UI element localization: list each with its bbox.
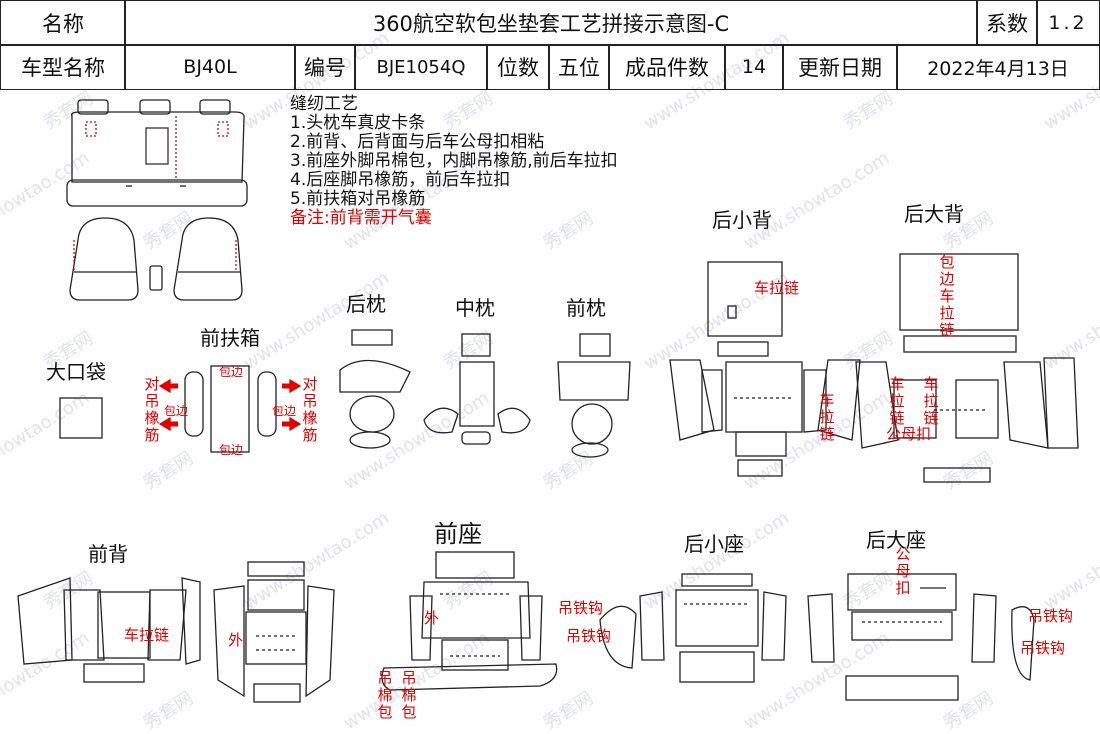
section-rear-big-seat: 后大座 [866,528,926,552]
pieces-value: 14 [724,44,784,90]
notes-title: 缝纫工艺 [290,94,358,114]
annotation-snap-vertical: 公母扣 [895,545,911,597]
overview-front-seats [69,217,243,301]
front-back-pieces [17,561,335,703]
model-value: BJ40L [124,44,296,90]
rear-small-seat-pieces [599,573,787,683]
annotation-iron-hook: 吊铁钩 [1028,607,1074,625]
annotation-zipper-vertical: 车拉链 [819,391,835,443]
annotation-cotton-pack: 吊棉包 [401,669,417,721]
seats-label: 位数 [486,44,550,90]
overview-rear-seat [66,99,248,207]
annotation-zip-left: 车拉链 [889,375,905,427]
notes-remark: 备注:前背需开气囊 [290,208,432,228]
front-headrest-pieces [557,333,631,458]
notes-line: 4.后座脚吊橡筋，前后车拉扣 [290,170,511,190]
annotation-iron-hook: 吊铁钩 [566,627,612,645]
section-front-headrest: 前枕 [566,296,606,320]
notes-line: 3.前座外脚吊棉包，内脚吊橡筋,前后车拉扣 [290,151,618,171]
annotation-edge-wrap: 包边 [272,404,297,418]
drawing-title: 360航空软包坐垫套工艺拼接示意图-C [124,0,978,46]
annotation-edge-zipper: 包边车拉链 [939,253,955,339]
annotation-zipper-front-back: 车拉链 [124,626,170,644]
section-mid-headrest: 中枕 [455,296,495,320]
rear-big-back-pieces [855,253,1079,483]
section-big-pocket: 大口袋 [46,360,106,384]
annotation-armrest-left: 对吊橡筋 [144,375,160,444]
sewing-notes: 缝纫工艺 1.头枕车真皮卡条 2.前背、后背面与后车公母扣相粘 3.前座外脚吊棉… [290,95,618,228]
name-label: 名称 [0,0,126,46]
rear-small-back-pieces [669,261,861,477]
annotation-zip-right: 车拉链 [923,375,939,427]
big-pocket-piece [59,397,103,439]
annotation-edge-wrap: 包边 [219,443,244,457]
code-label: 编号 [294,44,356,90]
rear-big-seat-pieces [807,573,1035,701]
annotation-zipper: 车拉链 [754,279,800,297]
notes-line: 1.头枕车真皮卡条 [290,113,426,133]
mid-headrest-pieces [423,333,531,445]
section-rear-small-back: 后小背 [712,208,772,232]
model-label: 车型名称 [0,44,126,90]
update-label: 更新日期 [782,44,898,90]
annotation-iron-hook: 吊铁钩 [558,599,604,617]
section-rear-small-seat: 后小座 [684,532,744,556]
annotation-outer: 外 [424,609,440,627]
section-rear-big-back: 后大背 [904,202,964,226]
section-front-seat: 前座 [434,520,482,548]
seats-value: 五位 [548,44,610,90]
front-armrest-pieces [158,365,302,453]
annotation-iron-hook: 吊铁钩 [1020,639,1066,657]
pieces-label: 成品件数 [608,44,726,90]
annotation-edge-wrap: 包边 [164,404,189,418]
code-value: BJE1054Q [354,44,488,90]
section-front-armrest: 前扶箱 [200,326,260,350]
annotation-edge-wrap: 包边 [219,365,244,379]
annotation-armrest-right: 对吊橡筋 [302,375,318,444]
section-front-back: 前背 [88,542,128,566]
notes-line: 5.前扶箱对吊橡筋 [290,189,426,209]
header-table: 名称 360航空软包坐垫套工艺拼接示意图-C 系数 1.2 车型名称 BJ40L… [0,0,1100,90]
notes-line: 2.前背、后背面与后车公母扣相粘 [290,132,545,152]
annotation-snap: 公母扣 [886,425,932,443]
front-seat-pieces [381,551,558,691]
section-rear-headrest: 后枕 [346,292,386,316]
coef-label: 系数 [976,0,1038,46]
annotation-cotton-pack: 吊棉包 [377,669,393,721]
rear-headrest-pieces [339,329,411,449]
annotation-outer: 外 [228,631,244,649]
